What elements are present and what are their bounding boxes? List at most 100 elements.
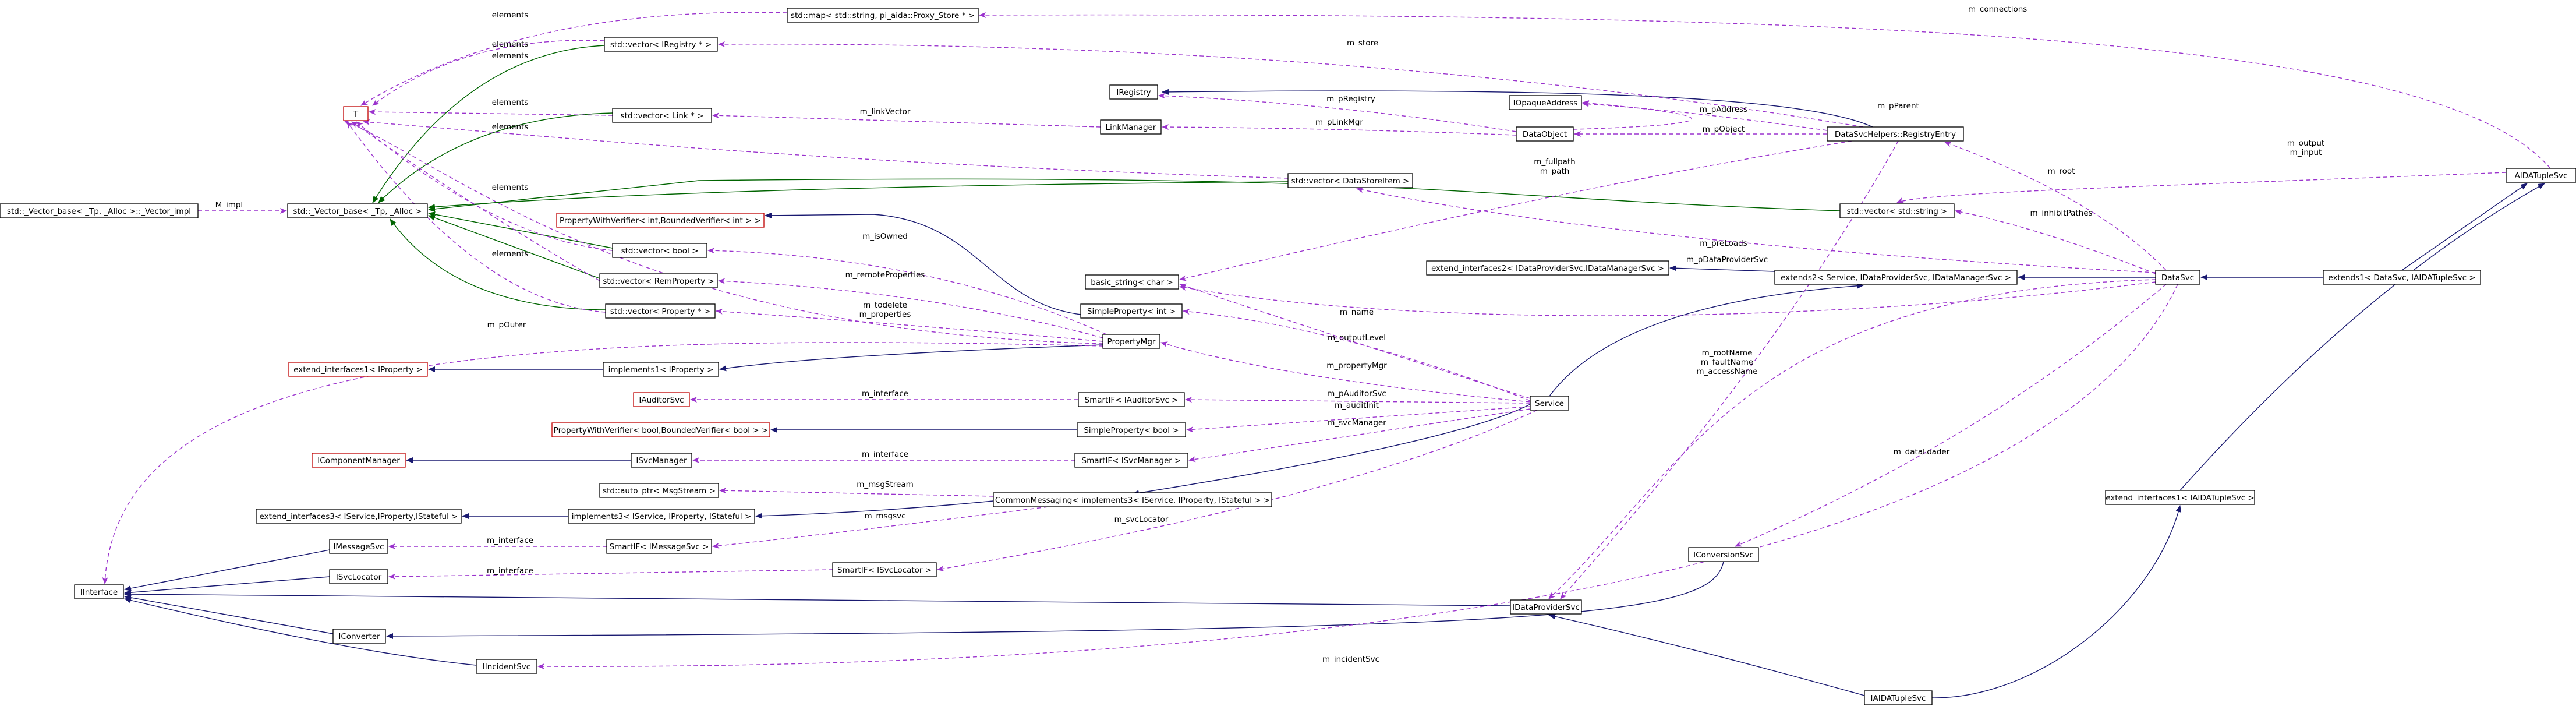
node-label: PropertyMgr xyxy=(1107,337,1156,347)
node-ext1a[interactable]: extends1< DataSvc, IAIDATupleSvc > xyxy=(2323,270,2481,285)
node-box xyxy=(1085,274,1179,290)
node-isvcloc[interactable]: ISvcLocator xyxy=(329,569,388,584)
node-icompmgr[interactable]: IComponentManager xyxy=(312,453,406,468)
node-pwvbool[interactable]: PropertyWithVerifier< bool,BoundedVerifi… xyxy=(551,422,770,437)
node-dshre[interactable]: DataSvcHelpers::RegistryEntry xyxy=(1827,126,1964,142)
node-basicstr[interactable]: basic_string< char > xyxy=(1085,274,1179,290)
node-vecstr[interactable]: std::vector< std::string > xyxy=(1839,203,1955,218)
node-label: std::vector< DataStoreItem > xyxy=(1291,176,1410,186)
edge-aida-to-vecstr xyxy=(1896,172,2507,203)
node-iopaddr[interactable]: IOpaqueAddress xyxy=(1509,95,1582,110)
node-box xyxy=(74,584,124,599)
edge-vecdsi-to-T xyxy=(363,119,1289,179)
node-spint[interactable]: SimpleProperty< int > xyxy=(1080,303,1183,319)
edge-label-e_todelete: m_todelete xyxy=(863,301,907,310)
node-iaidasvc[interactable]: IAIDATupleSvc xyxy=(1864,690,1933,705)
node-dataobj[interactable]: DataObject xyxy=(1516,126,1574,142)
node-linkmgr[interactable]: LinkManager xyxy=(1100,119,1162,135)
node-label: LinkManager xyxy=(1106,123,1156,132)
node-vecdsi[interactable]: std::vector< DataStoreItem > xyxy=(1287,173,1413,188)
node-vecireg[interactable]: std::vector< IRegistry * > xyxy=(604,37,718,52)
node-extif1[interactable]: extend_interfaces1< IProperty > xyxy=(288,362,428,377)
edge-label-e_incident: m_incidentSvc xyxy=(1322,655,1379,664)
node-mapps[interactable]: std::map< std::string, pi_aida::Proxy_St… xyxy=(787,8,979,23)
node-box xyxy=(2323,270,2481,285)
node-label: DataSvc xyxy=(2161,273,2194,283)
node-extif3[interactable]: extend_interfaces3< IService,IProperty,I… xyxy=(256,509,462,524)
node-ext2b[interactable]: extends2< Service, IDataProviderSvc, IDa… xyxy=(1774,270,2018,285)
node-box xyxy=(1080,303,1183,319)
node-spfaud[interactable]: SmartIF< IAuditorSvc > xyxy=(1078,392,1185,407)
edge-label-e_faultname: m_faultName xyxy=(1701,358,1753,367)
node-imsg[interactable]: IMessageSvc xyxy=(329,539,388,554)
node-box xyxy=(1864,690,1933,705)
node-label: SmartIF< ISvcLocator > xyxy=(837,566,932,575)
node-ireg[interactable]: IRegistry xyxy=(1109,84,1158,100)
node-label: IConverter xyxy=(338,632,380,641)
edge-label-e_fullpath: m_fullpath xyxy=(1534,157,1575,167)
node-box xyxy=(1109,84,1158,100)
edge-datasvc-to-idps xyxy=(1548,279,2156,599)
node-label: SimpleProperty< bool > xyxy=(1084,426,1179,435)
node-box xyxy=(832,562,937,577)
node-label: implements3< IService, IProperty, IState… xyxy=(572,512,752,521)
node-spfmsg[interactable]: SmartIF< IMessageSvc > xyxy=(606,539,712,554)
edge-imsg-to-iface xyxy=(124,549,330,591)
node-impl1[interactable]: implements1< IProperty > xyxy=(603,362,719,377)
edge-vecprop-to-T xyxy=(346,121,606,313)
edge-veclink-to-T xyxy=(369,109,613,116)
node-impl3[interactable]: implements3< IService, IProperty, IState… xyxy=(568,509,755,524)
node-label: CommonMessaging< implements3< IService, … xyxy=(995,496,1270,505)
node-spfsvcmgr[interactable]: SmartIF< ISvcManager > xyxy=(1074,453,1188,468)
node-label: DataObject xyxy=(1523,130,1567,139)
edge-iinc-to-iface xyxy=(124,597,477,666)
node-box xyxy=(603,362,719,377)
node-iinc[interactable]: IIncidentSvc xyxy=(476,659,537,674)
node-veclink[interactable]: std::vector< Link * > xyxy=(612,108,712,123)
edge-vecrem-to-vecbase xyxy=(428,215,600,279)
edge-propmgr-to-impl1 xyxy=(719,344,1103,372)
node-isvcmgr[interactable]: ISvcManager xyxy=(631,453,692,468)
edge-service-to-cmsg xyxy=(1132,404,1531,496)
edge-label-e_store: m_store xyxy=(1347,38,1378,48)
node-pwvint[interactable]: PropertyWithVerifier< int,BoundedVerifie… xyxy=(556,213,765,228)
node-box xyxy=(1074,453,1188,468)
node-iface[interactable]: IInterface xyxy=(74,584,124,599)
node-T[interactable]: T xyxy=(343,106,369,121)
node-spfsvcloc[interactable]: SmartIF< ISvcLocator > xyxy=(832,562,937,577)
node-vecrem[interactable]: std::vector< RemProperty > xyxy=(599,273,718,288)
node-ext2a[interactable]: extend_interfaces2< IDataProviderSvc,IDa… xyxy=(1426,260,1669,276)
node-cmsg[interactable]: CommonMessaging< implements3< IService, … xyxy=(993,492,1272,507)
node-iauditor[interactable]: IAuditorSvc xyxy=(633,392,690,407)
node-idps[interactable]: IDataProviderSvc xyxy=(1510,599,1582,615)
edge-label-e_iface3: m_interface xyxy=(487,536,533,545)
node-box xyxy=(0,203,199,218)
node-box xyxy=(1510,599,1582,615)
node-label: std::map< std::string, pi_aida::Proxy_St… xyxy=(791,11,975,20)
node-propmgr[interactable]: PropertyMgr xyxy=(1102,334,1160,349)
node-box xyxy=(1516,126,1574,142)
node-datasvc[interactable]: DataSvc xyxy=(2155,270,2200,285)
node-autoptr[interactable]: std::auto_ptr< MsgStream > xyxy=(599,483,719,498)
node-box xyxy=(612,243,707,258)
edge-vecprop-to-vecbase xyxy=(390,218,606,310)
edge-service-to-spfaud xyxy=(1185,397,1531,404)
edge-service-to-propmgr xyxy=(1160,341,1531,403)
node-service[interactable]: Service xyxy=(1530,396,1569,411)
node-label: std::vector< Link * > xyxy=(621,111,704,121)
edge-label-e_output: m_output xyxy=(2287,139,2324,148)
node-aida[interactable]: AIDATupleSvc xyxy=(2506,168,2576,183)
node-extif1aida[interactable]: extend_interfaces1< IAIDATupleSvc > xyxy=(2105,490,2255,505)
node-vecprop[interactable]: std::vector< Property * > xyxy=(605,303,716,319)
edge-dataobj-to-linkmgr xyxy=(1162,124,1517,136)
node-iconvsvc[interactable]: IConversionSvc xyxy=(1688,547,1759,562)
node-vecbase[interactable]: std::_Vector_base< _Tp, _Alloc > xyxy=(287,203,428,218)
node-vecbool[interactable]: std::vector< bool > xyxy=(612,243,707,258)
node-label: std::vector< std::string > xyxy=(1847,207,1948,216)
edge-label-e_svcloc: m_svcLocator xyxy=(1114,515,1169,524)
node-spbool[interactable]: SimpleProperty< bool > xyxy=(1077,422,1186,437)
node-vecimpl[interactable]: std::_Vector_base< _Tp, _Alloc >::_Vecto… xyxy=(0,203,199,218)
node-label: SimpleProperty< int > xyxy=(1087,307,1176,316)
node-iconv[interactable]: IConverter xyxy=(332,629,386,644)
